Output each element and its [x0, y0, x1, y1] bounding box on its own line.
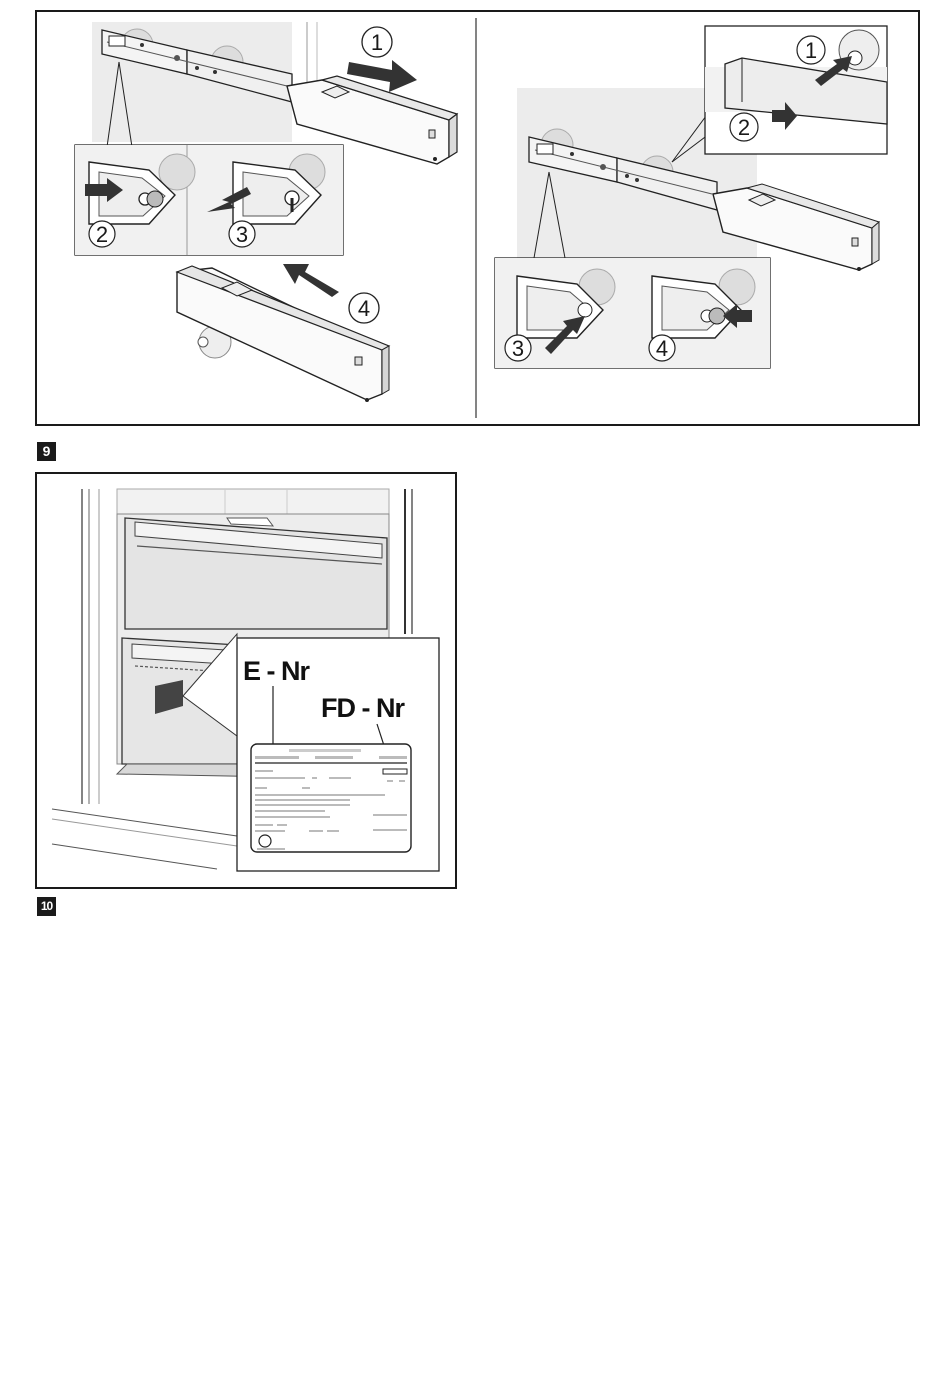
inset-steps-2-3: 2 3 [75, 145, 343, 255]
figure-9-illustration: 1 2 3 [37, 12, 918, 424]
figure-9-panel: 1 2 3 [35, 10, 920, 426]
figure-10-illustration: E - Nr FD - Nr [37, 474, 455, 887]
step-label: 2 [96, 222, 108, 247]
step-label: 3 [512, 336, 524, 361]
rating-plate [251, 744, 411, 852]
figure-number: 10 [37, 897, 56, 916]
figure-10-panel: E - Nr FD - Nr [35, 472, 457, 889]
step-label: 3 [236, 222, 248, 247]
fd-nr-label: FD - Nr [321, 693, 405, 723]
step-label: 4 [656, 336, 668, 361]
step-label: 1 [805, 38, 817, 63]
inset-steps-3-4-right: 3 4 [495, 258, 770, 368]
cover-step-4 [177, 266, 389, 402]
inset-steps-1-2-right: 1 2 [705, 26, 887, 154]
e-nr-label: E - Nr [243, 656, 311, 686]
rating-plate-inset: E - Nr FD - Nr [237, 638, 439, 871]
step-label: 4 [358, 296, 370, 321]
freezer-drawer-top [125, 518, 387, 629]
step-label: 2 [738, 115, 750, 140]
step-label: 1 [371, 30, 383, 55]
figure-number: 9 [37, 442, 56, 461]
arrow-4-left [283, 264, 339, 297]
